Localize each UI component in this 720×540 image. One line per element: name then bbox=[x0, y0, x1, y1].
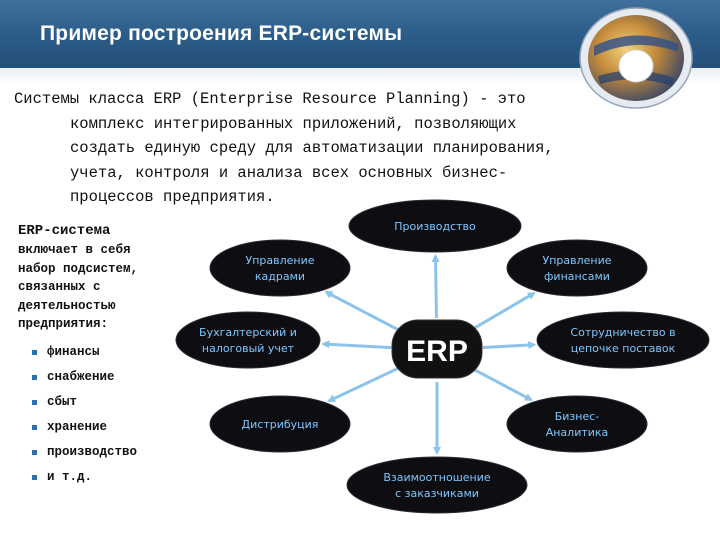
arrow-supply-chain bbox=[482, 341, 537, 350]
node-label: с заказчиками bbox=[395, 487, 479, 500]
center-label: ERP bbox=[406, 335, 468, 368]
bullet-icon bbox=[32, 450, 37, 455]
intro-line: Системы класса ERP (Enterprise Resource … bbox=[14, 90, 526, 108]
node-crm: Взаимоотношение с заказчиками bbox=[346, 456, 528, 514]
node-hr: Управление кадрами bbox=[209, 239, 351, 297]
list-item: снабжение bbox=[32, 365, 137, 390]
arrow-distribution bbox=[327, 366, 400, 403]
node-erp-center: ERP bbox=[391, 319, 483, 379]
node-label: Бизнес- bbox=[555, 410, 600, 423]
node-label: Дистрибуция bbox=[242, 418, 319, 431]
side-title: ERP-система bbox=[18, 223, 111, 239]
arrow-bi bbox=[472, 367, 533, 402]
list-item: производство bbox=[32, 440, 137, 465]
node-label: Сотрудничество в bbox=[570, 326, 675, 339]
arrow-finance bbox=[471, 291, 536, 331]
node-label: финансами bbox=[544, 270, 610, 283]
node-label: Бухгалтерский и bbox=[199, 326, 297, 339]
list-item-label: сбыт bbox=[47, 395, 78, 409]
node-finance: Управление финансами bbox=[506, 239, 648, 297]
node-label: налоговый учет bbox=[202, 342, 295, 355]
bullet-icon bbox=[32, 425, 37, 430]
node-label: Взаимоотношение bbox=[383, 471, 491, 484]
bullet-icon bbox=[32, 350, 37, 355]
list-item-label: хранение bbox=[47, 420, 108, 434]
node-bi: Бизнес- Аналитика bbox=[506, 395, 648, 453]
bullet-icon bbox=[32, 475, 37, 480]
node-distribution: Дистрибуция bbox=[209, 395, 351, 453]
list-item: хранение bbox=[32, 415, 137, 440]
side-line: связанных с bbox=[18, 280, 101, 294]
node-production: Производство bbox=[348, 199, 522, 253]
intro-line: создать единую среду для автоматизации п… bbox=[70, 139, 554, 157]
node-label: Аналитика bbox=[546, 426, 609, 439]
list-item-label: снабжение bbox=[47, 370, 115, 384]
list-item: сбыт bbox=[32, 390, 137, 415]
bullet-icon bbox=[32, 400, 37, 405]
arrow-accounting bbox=[321, 340, 392, 350]
list-item-label: финансы bbox=[47, 345, 100, 359]
list-item-label: производство bbox=[47, 445, 138, 459]
list-item: и т.д. bbox=[32, 465, 137, 490]
node-label: Производство bbox=[394, 220, 476, 233]
arrow-production bbox=[431, 253, 440, 319]
side-line: деятельностью bbox=[18, 298, 116, 313]
side-line: включает в себя bbox=[18, 243, 131, 257]
erp-description: ERP-система включает в себя набор подсис… bbox=[18, 221, 188, 334]
subsystem-list: финансы снабжение сбыт хранение производ… bbox=[32, 340, 137, 490]
side-line: предприятия: bbox=[18, 317, 109, 331]
intro-paragraph: Системы класса ERP (Enterprise Resource … bbox=[14, 87, 704, 210]
node-label: Управление bbox=[245, 254, 314, 267]
tech-emblem-icon bbox=[579, 7, 693, 109]
intro-line: комплекс интегрированных приложений, поз… bbox=[70, 114, 517, 133]
node-label: цепочке поставок bbox=[571, 342, 676, 355]
arrow-hr bbox=[324, 290, 401, 333]
node-label: Управление bbox=[542, 254, 611, 267]
page-title: Пример построения ERP-системы bbox=[40, 22, 403, 45]
intro-line: учета, контроля и анализа всех основных … bbox=[70, 163, 508, 182]
side-line: набор подсистем, bbox=[18, 261, 139, 276]
bullet-icon bbox=[32, 375, 37, 380]
node-label: кадрами bbox=[255, 270, 305, 283]
node-supply-chain: Сотрудничество в цепочке поставок bbox=[536, 311, 710, 369]
node-accounting: Бухгалтерский и налоговый учет bbox=[175, 311, 321, 369]
list-item: финансы bbox=[32, 340, 137, 365]
intro-line: процессов предприятия. bbox=[70, 188, 275, 206]
header-strip bbox=[0, 68, 720, 84]
list-item-label: и т.д. bbox=[47, 470, 93, 484]
